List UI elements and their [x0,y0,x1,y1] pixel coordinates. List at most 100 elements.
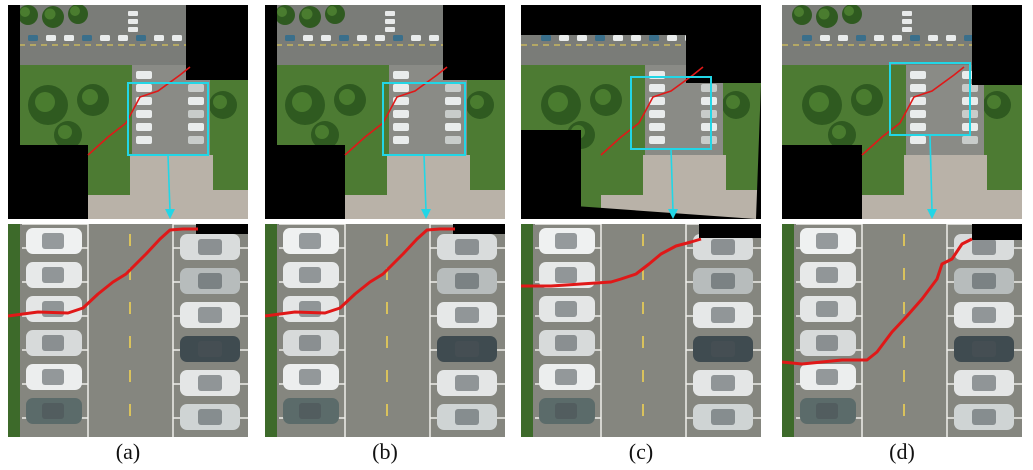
parked-car [188,123,204,131]
parked-car-left [539,330,595,356]
tree-highlight [548,92,568,112]
road-car [595,35,605,41]
parked-car [701,84,717,92]
parked-car-right [437,268,497,294]
tree-highlight [301,8,313,20]
road-car [285,35,295,41]
parked-car-right [437,404,497,430]
parked-car-right [954,302,1014,328]
hedge [782,224,794,437]
tree-highlight [595,89,611,105]
hedge [521,224,533,437]
parked-car [962,136,978,144]
pavement-plaza [88,155,248,219]
parked-car-left [539,398,595,424]
roi-arrow-line [423,154,427,212]
parked-car [445,123,461,131]
mask-region [972,5,1022,85]
parked-car-right [693,404,753,430]
parked-car [136,71,152,79]
tree-highlight [470,95,484,109]
roi-arrow-head [927,209,937,219]
mask-corner [196,224,248,234]
parked-car-left [26,228,82,254]
panel-caption: (a) [115,439,141,464]
parked-car-right [954,268,1014,294]
warp-mask [521,5,761,219]
parked-car [136,136,152,144]
trajectory-overview [861,66,965,156]
road-car [28,35,38,41]
tree-highlight [844,6,854,16]
mask-region [443,5,505,80]
parked-car-right [437,370,497,396]
parked-car-left [26,262,82,288]
mask-region [265,145,345,219]
road-car [946,35,956,41]
parked-car-left [26,398,82,424]
parked-car-left [800,228,856,254]
road-car [128,19,138,24]
hedge [265,224,277,437]
parked-car-right [180,370,240,396]
panel-d: (d) [782,0,1022,470]
parked-car [445,110,461,118]
road-car [385,19,395,24]
road-car [339,35,349,41]
road-car [375,35,385,41]
parked-car-left [283,228,339,254]
parked-car [393,123,409,131]
parked-car-right [693,234,753,260]
parked-car [910,136,926,144]
trajectory [8,227,198,318]
trajectory-overview [87,66,191,156]
tree-highlight [213,95,227,109]
tree-highlight [856,89,872,105]
zoomed-image [265,224,505,437]
panel-caption: (d) [889,439,915,464]
road-car [902,11,912,16]
zoomed-image [782,224,1022,437]
tree-highlight [726,95,740,109]
parked-car [445,136,461,144]
parked-car [649,123,665,131]
road-car [902,27,912,32]
parked-car [136,97,152,105]
parked-car [649,97,665,105]
panel-caption: (b) [372,439,398,464]
parked-car-left [800,330,856,356]
road-car [902,19,912,24]
parked-car-left [539,228,595,254]
parked-car-right [693,302,753,328]
overview-image [782,5,1022,219]
roi-arrow-line [670,148,674,212]
parked-car [393,110,409,118]
parked-car-right [180,404,240,430]
parked-car-right [437,336,497,362]
tree-highlight [70,6,80,16]
parked-car [910,71,926,79]
tree-highlight [794,7,804,17]
tree-highlight [327,6,337,16]
parked-car-left [283,296,339,322]
road-car [411,35,421,41]
parked-car [393,136,409,144]
parked-car-left [539,262,595,288]
parked-car [393,84,409,92]
road-car [613,35,623,41]
parked-car-right [693,370,753,396]
panel-caption: (c) [628,439,654,464]
road-car [892,35,902,41]
tree-highlight [987,95,1001,109]
zoomed-image [8,224,248,437]
parked-car [649,136,665,144]
road-car [154,35,164,41]
mask-corner [453,224,505,234]
road-car [429,35,439,41]
zoomed-image [521,224,761,437]
parked-car-right [180,234,240,260]
parked-car [910,84,926,92]
pavement-plaza [862,155,1022,219]
road-car [802,35,812,41]
parked-car-left [283,330,339,356]
